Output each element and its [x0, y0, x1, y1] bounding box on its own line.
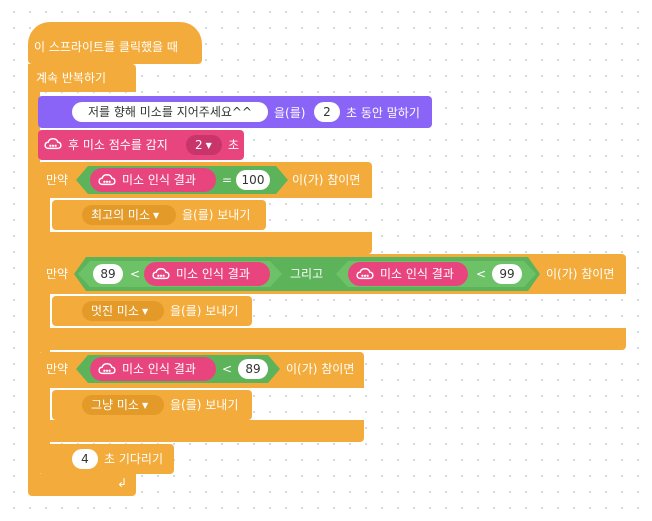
message-2-value: 멋진 미소 — [91, 304, 139, 318]
if-2-label: 만약 — [46, 267, 69, 281]
if-1-label: 만약 — [46, 173, 69, 187]
reporter-label-2: 미소 인식 결과 — [176, 267, 250, 281]
if-1-operator: = — [222, 173, 233, 187]
if-2-bottom — [38, 328, 626, 350]
if-3-bottom — [38, 420, 364, 442]
dropdown-arrow-icon: ▼ — [141, 307, 149, 316]
if-2-operator-1: < — [130, 267, 141, 281]
smile-result-reporter-4[interactable]: 미소 인식 결과 — [90, 357, 216, 381]
detect-unit: 초 — [228, 138, 240, 152]
loop-arrow-icon: ↲ — [117, 476, 128, 490]
wait-label: 초 기다리기 — [104, 452, 164, 466]
reporter-label-4: 미소 인식 결과 — [122, 362, 196, 376]
message-dropdown-3[interactable]: 그냥 미소▼ — [82, 395, 164, 415]
cloud-icon — [98, 173, 116, 187]
if-3-value-input[interactable]: 89 — [238, 359, 268, 379]
message-dropdown-1[interactable]: 최고의 미소▼ — [82, 205, 176, 225]
say-text-input[interactable]: 저를 향해 미소를 지어주세요^^ — [72, 102, 268, 122]
if-3-label: 만약 — [46, 362, 69, 376]
dropdown-arrow-icon: ▼ — [153, 211, 160, 220]
send-label-1: 을(를) 보내기 — [182, 208, 251, 222]
if-3-then-label: 이(가) 참이면 — [286, 362, 355, 376]
detect-label: 후 미소 점수를 감지 — [68, 138, 168, 152]
reporter-label-1: 미소 인식 결과 — [122, 173, 196, 187]
say-seconds-input[interactable]: 2 — [314, 102, 340, 122]
if-2-right-value-input[interactable]: 99 — [492, 264, 522, 284]
smile-result-reporter-3[interactable]: 미소 인식 결과 — [348, 262, 468, 286]
cloud-icon — [44, 137, 62, 151]
if-1-bottom — [38, 232, 372, 254]
dropdown-arrow-icon: ▼ — [141, 401, 149, 410]
smile-result-reporter-2[interactable]: 미소 인식 결과 — [144, 262, 270, 286]
forever-bottom — [28, 474, 136, 496]
send-label-2: 을(를) 보내기 — [170, 304, 239, 318]
forever-label: 계속 반복하기 — [36, 71, 107, 85]
if-3-operator: < — [222, 362, 233, 376]
say-suffix: 초 동안 말하기 — [346, 106, 420, 120]
if-1-then-label: 이(가) 참이면 — [292, 173, 361, 187]
say-connector: 을(를) — [274, 106, 306, 120]
cloud-icon — [152, 267, 170, 281]
reporter-label-3: 미소 인식 결과 — [380, 267, 454, 281]
if-2-operator-2: < — [476, 267, 487, 281]
when-sprite-clicked-block[interactable] — [28, 22, 202, 64]
if-1-value-input[interactable]: 100 — [236, 170, 270, 190]
wait-seconds-block[interactable] — [38, 444, 174, 474]
if-2-then-label: 이(가) 참이면 — [546, 267, 615, 281]
message-3-value: 그냥 미소 — [91, 398, 139, 412]
detect-seconds-value: 2 — [195, 138, 203, 152]
if-2-left-value-input[interactable]: 89 — [93, 264, 123, 284]
message-1-value: 최고의 미소 — [91, 208, 151, 222]
wait-seconds-input[interactable]: 4 — [72, 449, 98, 469]
forever-block[interactable] — [28, 64, 136, 92]
message-dropdown-2[interactable]: 멋진 미소▼ — [82, 301, 164, 321]
cloud-icon — [98, 362, 116, 376]
smile-result-reporter-1[interactable]: 미소 인식 결과 — [90, 168, 216, 192]
cloud-icon — [356, 267, 374, 281]
hat-label: 이 스프라이트를 클릭했을 때 — [34, 40, 178, 54]
if-2-and-label: 그리고 — [290, 267, 324, 281]
detect-seconds-dropdown[interactable]: 2▼ — [186, 135, 222, 155]
forever-left-arm — [28, 90, 40, 480]
send-label-3: 을(를) 보내기 — [170, 398, 239, 412]
dropdown-arrow-icon: ▼ — [205, 141, 212, 150]
